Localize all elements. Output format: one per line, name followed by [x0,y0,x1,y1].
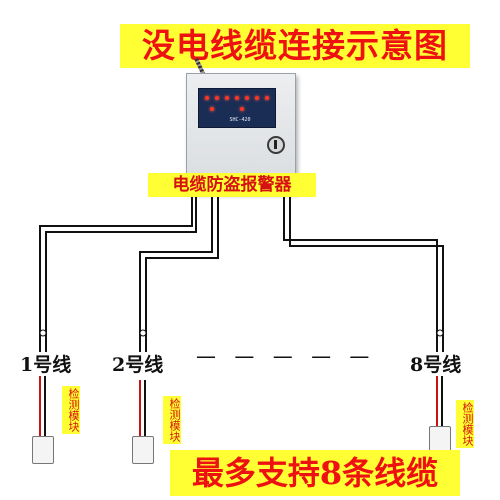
alarm-device-label: 电缆防盗报警器 [148,173,316,197]
cable-line-8 [289,196,444,352]
cable-end-1 [39,329,47,337]
detection-module-label-8: 检测模块 [456,400,474,448]
detection-module-1 [32,436,54,464]
cable-line-1 [39,196,193,352]
indicator-led [210,107,214,111]
ellipsis-dashes: — — — — — [196,344,376,368]
indicator-led [265,96,269,100]
indicator-led [245,96,249,100]
cable-line-1 [45,196,197,352]
cable-line-2 [145,196,219,352]
line-label-2: 2号线 [112,354,164,376]
indicator-led [255,96,259,100]
device-model-text: SHC-420 [229,117,251,123]
detection-module-label-1: 检测模块 [62,386,80,434]
indicator-led [215,96,219,100]
indicator-led [235,96,239,100]
cable-line-2 [139,196,213,352]
detection-module-label-2: 检测模块 [163,396,181,444]
line-label-8: 8号线 [410,354,462,376]
diagram-title: 没电线缆连接示意图 [120,24,470,68]
lock-icon [267,136,285,154]
cable-end-8 [436,329,444,337]
max-lines-caption: 最多支持8条线缆 [170,450,460,496]
led-panel [198,88,276,128]
line-label-1: 1号线 [20,354,72,376]
detection-module-2 [132,436,154,464]
indicator-led [240,107,244,111]
indicator-led [225,96,229,100]
cable-line-8 [283,196,438,352]
indicator-led [205,96,209,100]
cable-end-2 [139,329,147,337]
